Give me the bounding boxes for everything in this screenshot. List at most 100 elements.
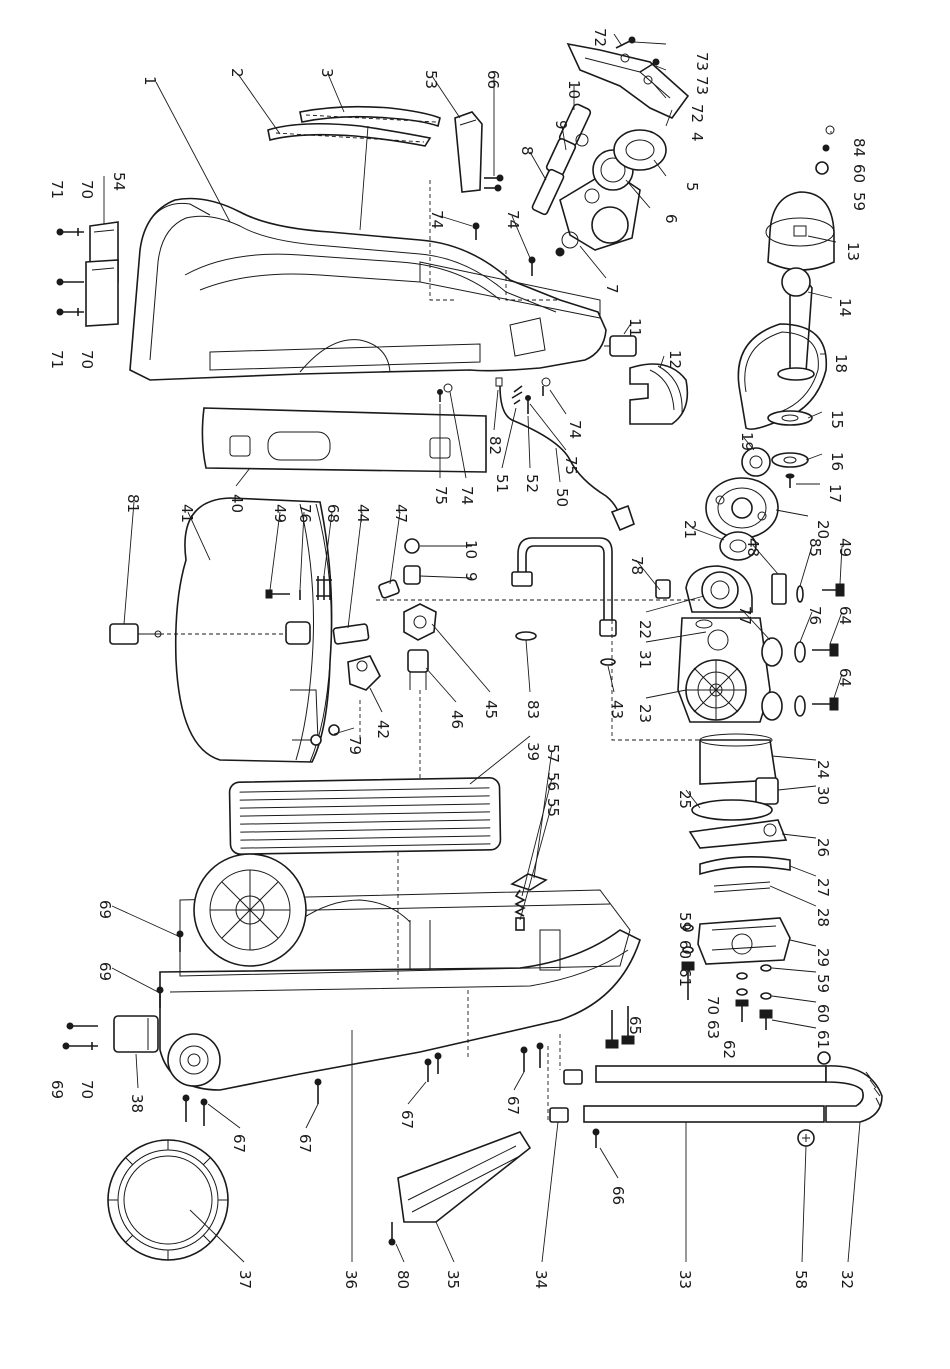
part-label-78: 78: [628, 556, 646, 575]
part-label-75b: 75: [432, 486, 450, 505]
part-label-72a: 72: [591, 28, 609, 47]
valve-head-assembly: [688, 799, 791, 965]
left-screws-69-70: [62, 930, 184, 1050]
part-label-57: 57: [544, 744, 562, 763]
idler-19: [741, 447, 771, 477]
part-label-33: 33: [676, 1270, 694, 1289]
part-label-3: 3: [318, 68, 336, 78]
top-grille-2: [267, 122, 432, 147]
handle-4: [566, 36, 690, 119]
part-label-74d: 74: [458, 486, 476, 505]
part-label-84: 84: [850, 138, 868, 157]
rear-wheel-inner: [193, 853, 307, 967]
knob-12: [629, 363, 689, 425]
base-screws-67: [182, 1042, 544, 1126]
part-label-70b: 70: [78, 350, 96, 369]
part-label-69a: 69: [96, 900, 114, 919]
head-bolts: [605, 924, 773, 1049]
part-label-10b: 10: [462, 540, 480, 559]
part-label-82: 82: [486, 436, 504, 455]
part-label-28: 28: [814, 908, 832, 927]
wheel-37: [107, 1139, 229, 1261]
part-label-61b: 61: [676, 968, 694, 987]
part-label-40: 40: [228, 494, 246, 513]
part-label-66b: 66: [609, 1186, 627, 1205]
motor-assembly: [655, 565, 845, 723]
part-label-5: 5: [683, 182, 701, 192]
part-label-37: 37: [236, 1270, 254, 1289]
part-label-26: 26: [814, 838, 832, 857]
part-label-64a: 64: [836, 606, 854, 625]
part-label-67c: 67: [398, 1110, 416, 1129]
part-label-2: 2: [228, 68, 246, 78]
part-label-70d: 70: [78, 1080, 96, 1099]
part-label-15: 15: [828, 410, 846, 429]
part-label-85: 85: [806, 538, 824, 557]
part-label-19: 19: [738, 432, 756, 451]
small-fasteners-mid: [437, 222, 551, 414]
part-label-79: 79: [346, 736, 364, 755]
fan-14: [777, 267, 815, 381]
part-label-68: 68: [324, 504, 342, 523]
panel-40: [201, 407, 487, 473]
part-label-62: 62: [720, 1040, 738, 1059]
leader-lines: [103, 33, 861, 1263]
part-label-23: 23: [636, 704, 654, 723]
part-label-60b: 60: [814, 1004, 832, 1023]
part-label-60c: 60: [676, 940, 694, 959]
part-label-13: 13: [844, 242, 862, 261]
hose-43: [511, 537, 617, 666]
part-label-65: 65: [626, 1016, 644, 1035]
belt-18: [737, 323, 828, 430]
bracket-54: [85, 221, 119, 327]
part-label-61a: 61: [814, 1030, 832, 1049]
part-label-16: 16: [828, 452, 846, 471]
part-label-70a: 70: [78, 180, 96, 199]
part-label-54: 54: [110, 172, 128, 191]
part-label-11: 11: [626, 318, 644, 337]
part-label-27: 27: [814, 878, 832, 897]
part-label-71b: 71: [48, 350, 66, 369]
part-label-31: 31: [636, 650, 654, 669]
grille-39: [228, 777, 502, 855]
power-cord-50: [499, 385, 635, 532]
part-label-17: 17: [826, 484, 844, 503]
part-label-76b: 76: [806, 606, 824, 625]
bumper-38: [113, 1015, 159, 1053]
part-label-22: 22: [636, 620, 654, 639]
part-label-29: 29: [814, 948, 832, 967]
part-label-47: 47: [392, 504, 410, 523]
part-label-60a: 60: [850, 164, 868, 183]
pulley-20: [705, 477, 779, 539]
part-label-83: 83: [524, 700, 542, 719]
fan-cover-13: [765, 125, 835, 271]
part-label-67d: 67: [504, 1096, 522, 1115]
part-label-21: 21: [681, 520, 699, 539]
part-label-9a: 9: [552, 120, 570, 130]
part-label-74a: 74: [428, 210, 446, 229]
part-label-1: 1: [141, 76, 159, 86]
base-frame-36: [159, 889, 641, 1091]
air-tank-41: [174, 497, 333, 763]
axle-hub: [167, 1033, 221, 1087]
switch-11: [604, 335, 637, 357]
part-label-35: 35: [444, 1270, 462, 1289]
part-label-12: 12: [666, 350, 684, 369]
part-label-75a: 75: [562, 456, 580, 475]
part-label-7: 7: [603, 284, 621, 294]
part-label-38: 38: [128, 1094, 146, 1113]
part-label-46: 46: [448, 710, 466, 729]
part-label-77: 77: [736, 606, 754, 625]
part-label-72b: 72: [688, 104, 706, 123]
top-grille-3: [299, 105, 441, 128]
part-label-73b: 73: [693, 76, 711, 95]
part-label-80: 80: [394, 1270, 412, 1289]
part-label-24: 24: [814, 760, 832, 779]
drain-valve-81: [109, 623, 162, 645]
pulley-15-16-17: [767, 410, 813, 488]
part-label-45: 45: [482, 700, 500, 719]
part-label-8: 8: [518, 146, 536, 156]
part-label-49a: 49: [271, 504, 289, 523]
part-label-14: 14: [836, 298, 854, 317]
